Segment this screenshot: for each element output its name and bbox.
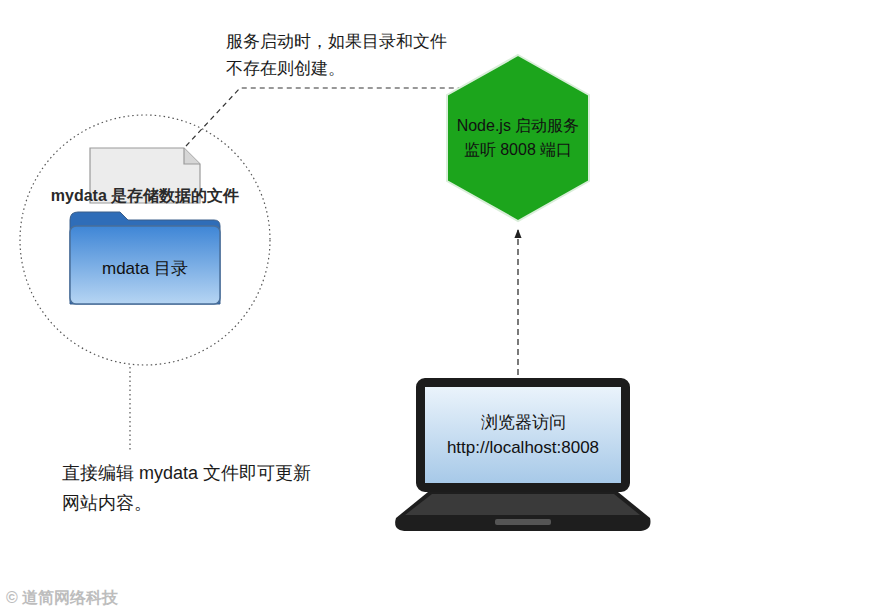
server-hexagon: Node.js 启动服务 监听 8008 端口 [444,52,592,224]
leader-line [129,367,130,452]
node-text: 浏览器访问 http://localhost:8008 [433,410,613,460]
storage-circle [20,115,270,365]
node-text: Node.js 启动服务 监听 8008 端口 [453,114,583,162]
laptop-trackpad [495,519,551,525]
folder-front [70,226,220,304]
callout-note: 服务启动时，如果目录和文件不存在则创建。 [226,28,462,82]
hexagon-fill [447,55,589,221]
folder-back [70,212,220,304]
dashed-arrow [517,230,518,375]
leader-line [186,88,466,146]
laptop-base [395,492,650,531]
folder-icon [68,210,222,306]
hexagon-shape [444,52,592,224]
callout-note: 直接编辑 mydata 文件即可更新网站内容。 [62,458,324,518]
node-text: mdata 目录 [102,257,188,280]
document-fold [184,148,200,164]
watermark: © 道简网络科技 [6,588,206,608]
laptop-body [395,492,650,531]
data-file: mydata 是存储数据的文件 [47,146,244,210]
node-text: mydata 是存储数据的文件 [51,186,239,206]
laptop-screen: 浏览器访问 http://localhost:8008 [416,378,630,492]
folder-box: mdata 目录 [68,210,222,306]
laptop-keyboard [405,494,640,515]
